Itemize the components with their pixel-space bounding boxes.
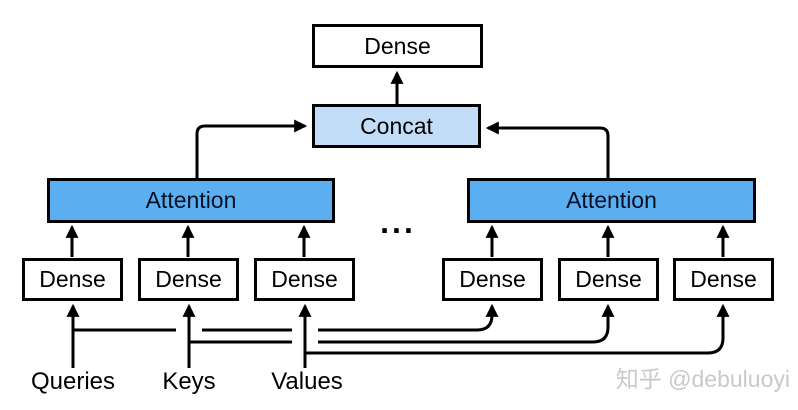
arrow-queries-branch-to-dense4 <box>318 303 499 332</box>
dense-keys-head1-box: Dense <box>138 258 239 301</box>
queries-input-label: Queries <box>30 368 116 395</box>
dense-label: Dense <box>155 266 222 292</box>
concat-label: Concat <box>360 112 433 139</box>
dense-keys-head2-box: Dense <box>558 258 659 301</box>
more-heads-ellipsis: ... <box>380 204 416 240</box>
attention-head2-label: Attention <box>566 187 657 213</box>
dense-queries-head2-box: Dense <box>442 258 543 301</box>
arrow-keys-branch-to-dense5 <box>318 303 615 344</box>
keys-input-label: Keys <box>162 368 216 395</box>
dense-label: Dense <box>690 266 757 292</box>
zhihu-watermark: 知乎 @debuluoyi <box>615 366 790 392</box>
attention-head2-box: Attention <box>467 178 756 223</box>
dense-label: Dense <box>459 266 526 292</box>
attention-head1-label: Attention <box>145 187 237 213</box>
arrow-values-branch-to-dense6 <box>305 303 730 355</box>
arrow-head1-to-concat <box>195 119 308 178</box>
attention-head1-box: Attention <box>47 178 335 223</box>
values-input-label: Values <box>271 368 343 395</box>
output-dense-label: Dense <box>364 32 431 59</box>
dense-values-head2-box: Dense <box>673 258 774 301</box>
dense-label: Dense <box>39 266 106 292</box>
output-dense-box: Dense <box>312 24 483 68</box>
concat-box: Concat <box>312 104 481 148</box>
arrow-head2-to-concat <box>485 121 610 178</box>
dense-queries-head1-box: Dense <box>22 258 123 301</box>
dense-values-head1-box: Dense <box>254 258 355 301</box>
dense-label: Dense <box>271 266 338 292</box>
dense-label: Dense <box>575 266 642 292</box>
